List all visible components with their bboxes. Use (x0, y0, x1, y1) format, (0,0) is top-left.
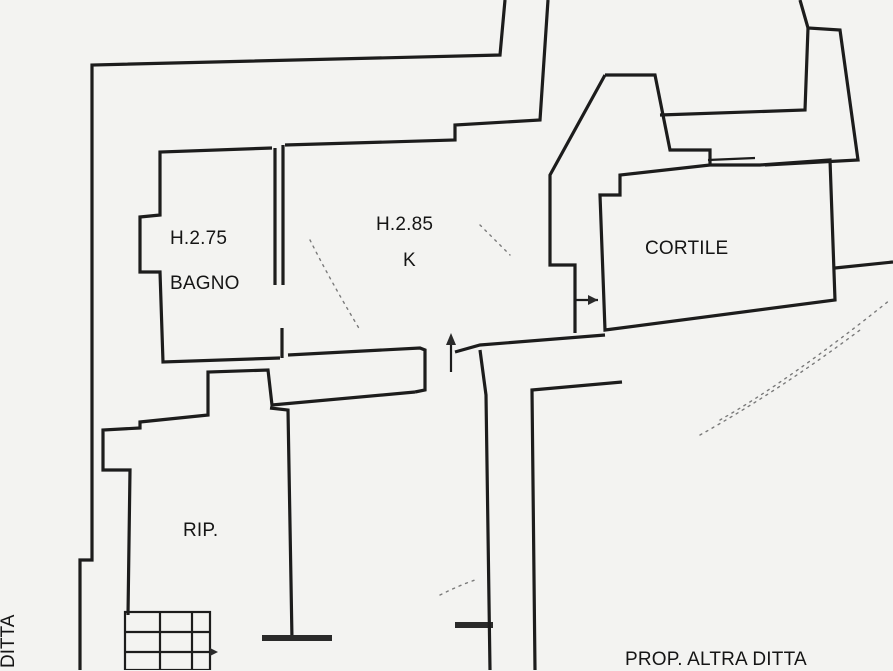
storage-bar-bottom (262, 635, 332, 641)
left-edge-label: DITTA (0, 614, 19, 668)
bathroom-height-label: H.2.75 (170, 228, 228, 249)
stairs-arrow-icon (210, 648, 218, 656)
outer-wall-top-right (764, 0, 860, 167)
outer-wall-top-middle (284, 0, 550, 147)
kitchen-name-label: K (403, 250, 416, 271)
other-property-wall (530, 380, 623, 670)
bathroom-name-label: BAGNO (170, 273, 240, 294)
courtyard-threshold (707, 156, 756, 162)
kitchen-right-wall (548, 74, 607, 333)
kitchen-entry-arrow-icon (446, 333, 456, 345)
storage-label: RIP. (183, 520, 219, 541)
storage-bar-mid (455, 622, 493, 628)
storage-partition (269, 406, 294, 641)
storage-wall (101, 368, 416, 616)
upper-room-wall (659, 27, 810, 117)
central-column-wall (478, 349, 492, 670)
bathroom-wall (138, 146, 281, 364)
right-boundary (834, 260, 893, 270)
courtyard-label: CORTILE (645, 238, 729, 259)
courtyard-entry-arrow-icon (588, 295, 598, 305)
kitchen-bottom-wall (287, 346, 427, 394)
kitchen-height-label: H.2.85 (376, 214, 434, 235)
scan-marks (309, 224, 891, 596)
other-property-label: PROP. ALTRA DITTA (625, 649, 807, 670)
outer-wall-top-left (78, 0, 507, 670)
courtyard-wall (598, 73, 837, 332)
stairs (123, 610, 212, 670)
kitchen-bottom-wall-right (454, 333, 606, 354)
